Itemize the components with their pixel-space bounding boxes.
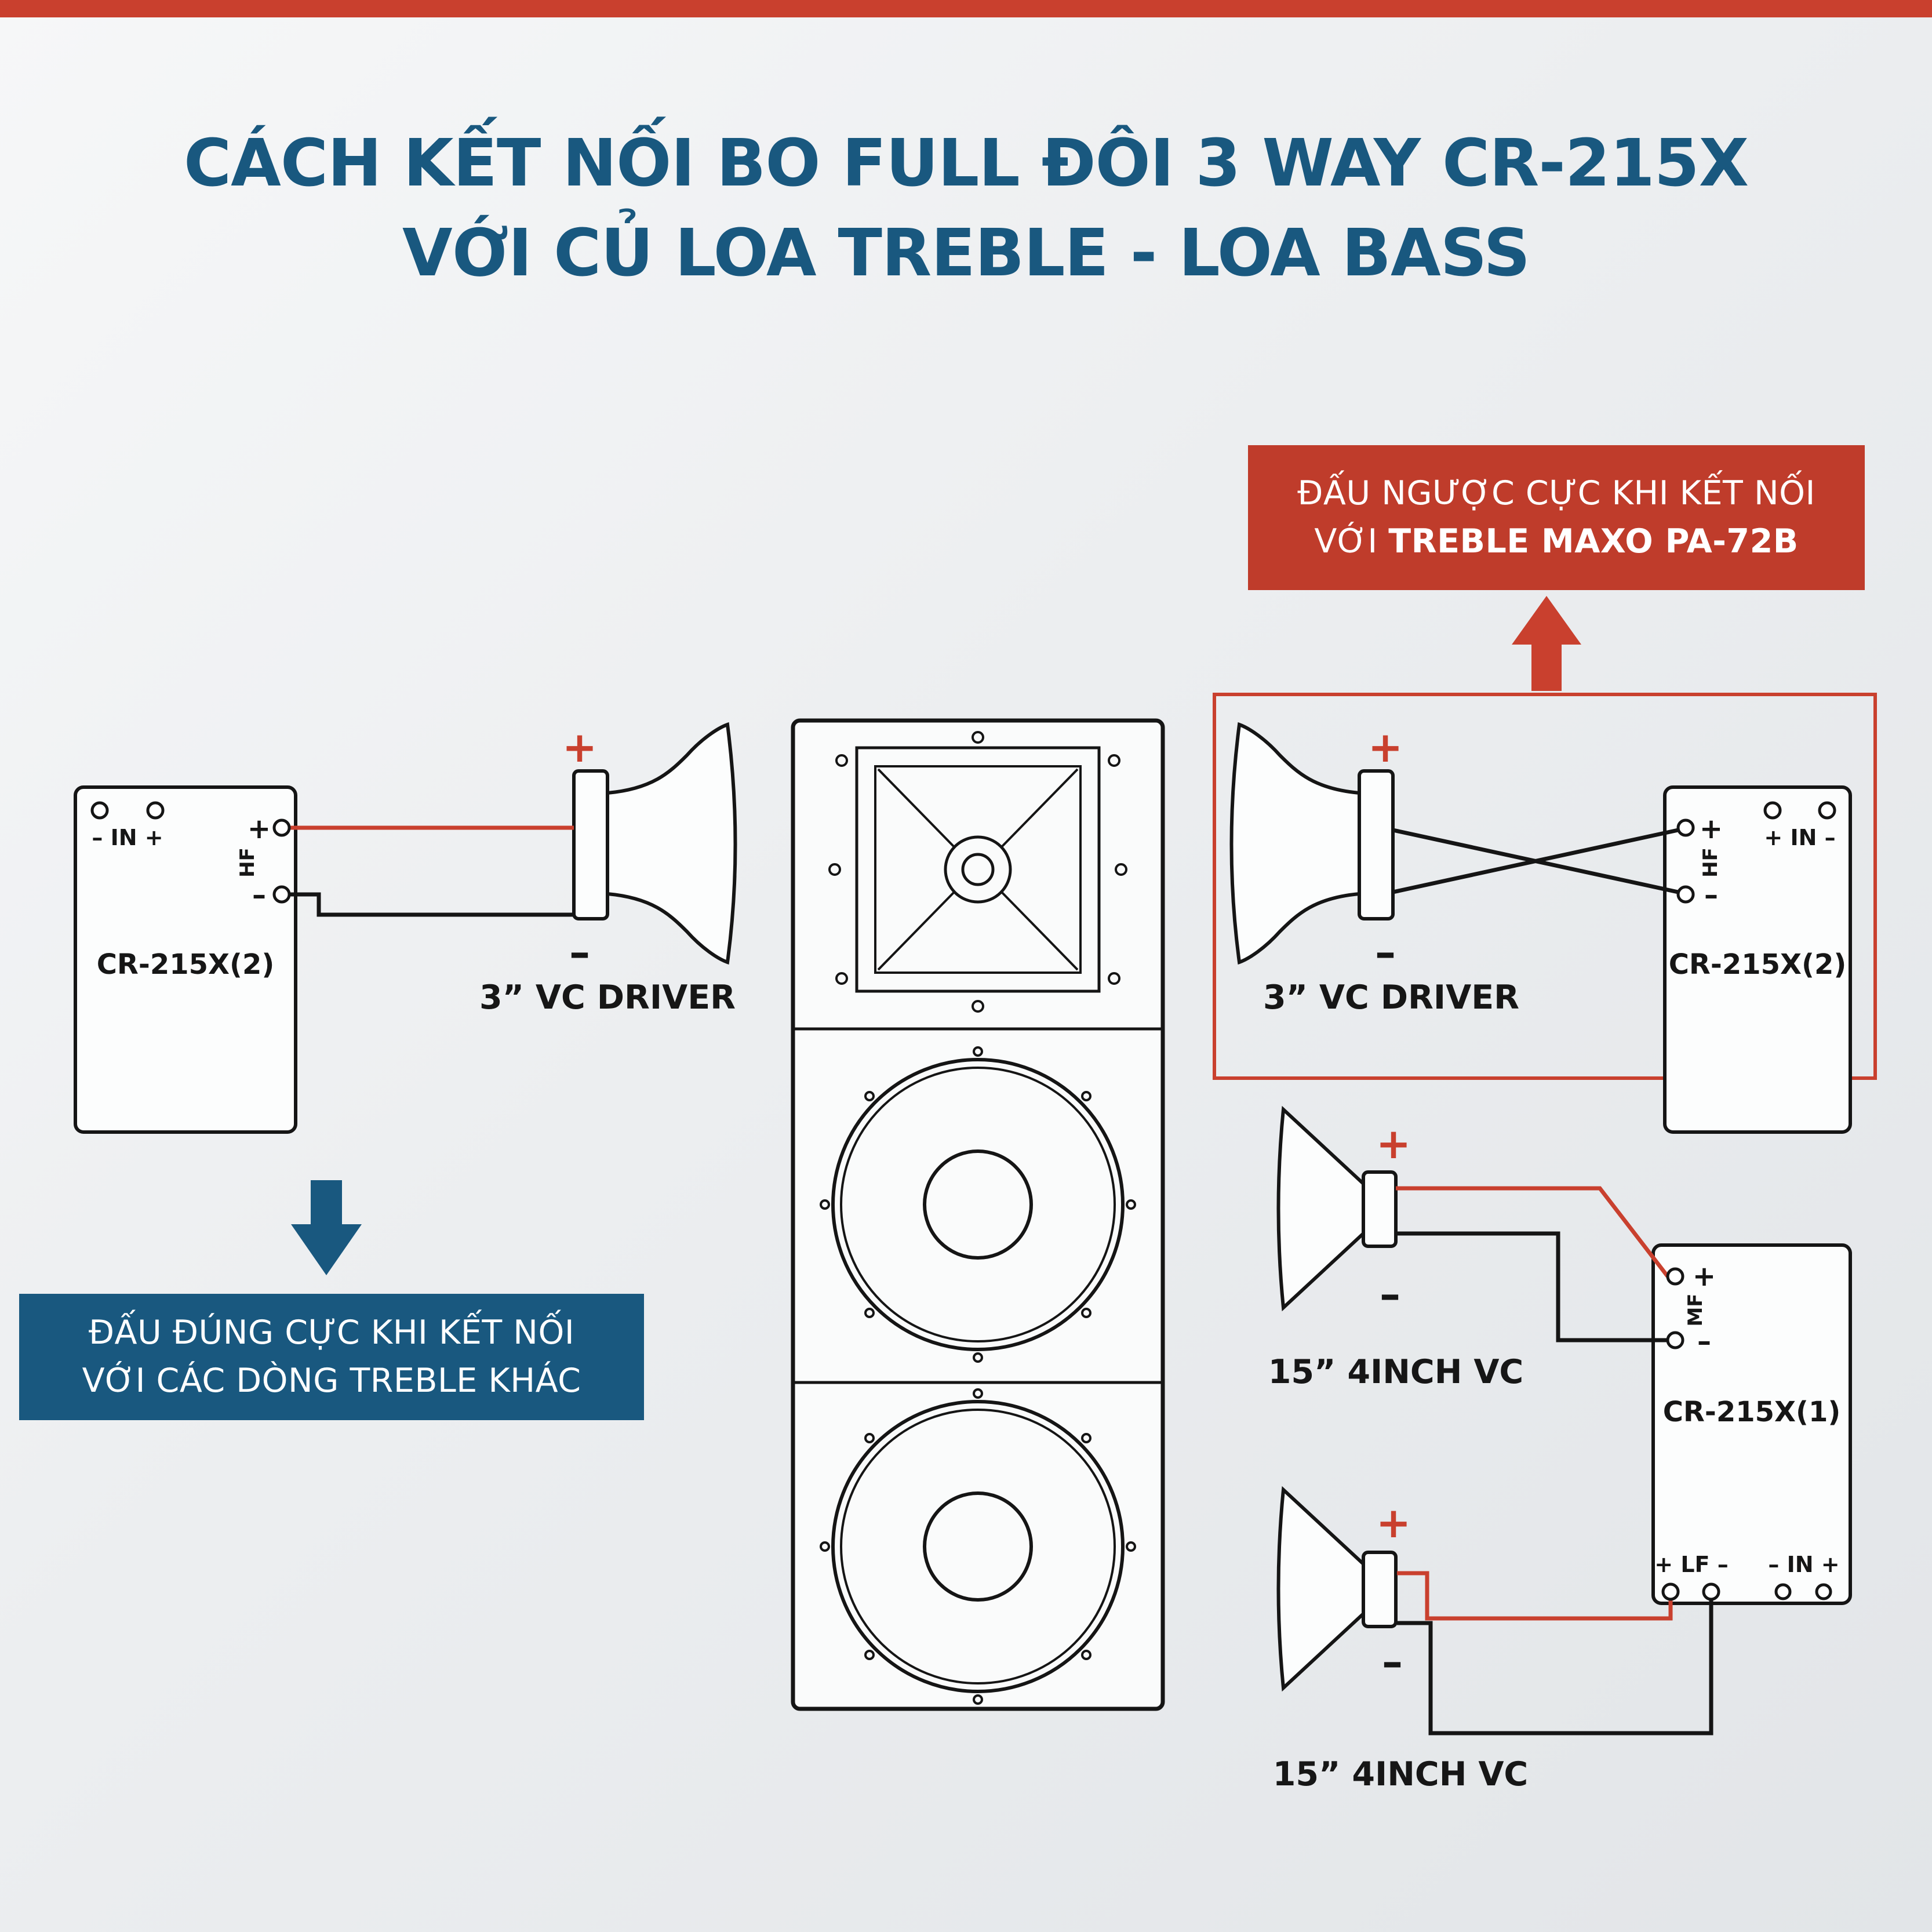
left-board-label: CR-215X(2) [97, 948, 275, 981]
callout-reverse-line2-normal: VỚI [1314, 522, 1378, 561]
mf-positive-wire [1396, 1186, 1669, 1278]
mf-label: MF [1684, 1293, 1707, 1326]
left-horn-bell [606, 722, 737, 965]
woofer-top-cone [1276, 1105, 1365, 1312]
woofer-bottom-cone [1276, 1486, 1365, 1692]
right-hf-label: HF [1699, 847, 1722, 878]
left-board-screw [90, 801, 109, 820]
callout-correct-polarity: ĐẤU ĐÚNG CỰC KHI KẾT NỐI VỚI CÁC DÒNG TR… [19, 1294, 644, 1420]
callout-correct-line1: ĐẤU ĐÚNG CỰC KHI KẾT NỐI [88, 1314, 575, 1352]
arrow-down-icon [291, 1180, 362, 1275]
left-horn-driver-body [572, 769, 609, 920]
mf-plus-terminal [1666, 1267, 1684, 1286]
callout-correct-line2: VỚI CÁC DÒNG TREBLE KHÁC [82, 1362, 581, 1400]
lf-label: + LF – [1654, 1552, 1728, 1577]
right-hf-minus-label: – [1704, 879, 1718, 911]
woofer-top-label: 15” 4INCH VC [1268, 1353, 1524, 1391]
mf-plus-label: + [1693, 1260, 1716, 1293]
right-horn-bell [1229, 722, 1361, 965]
woofer-bottom-plus-label: + [1376, 1498, 1411, 1547]
left-board-in-label: – IN + [92, 825, 163, 850]
left-hf-minus-terminal [272, 885, 291, 904]
callout-reverse-line1: ĐẤU NGƯỢC CỰC KHI KẾT NỐI [1297, 474, 1815, 513]
left-driver-minus-label: – [569, 928, 590, 977]
left-hf-plus-terminal [272, 818, 291, 837]
left-hf-plus-label: + [248, 813, 271, 845]
right-board-in-label: + IN – [1764, 825, 1835, 850]
bass-crossover-board [1651, 1243, 1852, 1605]
woofer-bottom-minus-label: – [1382, 1638, 1403, 1686]
right-driver-label: 3” VC DRIVER [1263, 978, 1519, 1017]
crossed-wire-bottom [1392, 828, 1679, 894]
left-driver-label: 3” VC DRIVER [479, 978, 736, 1017]
left-negative-wire [289, 892, 574, 917]
lf-negative-wire [1397, 1599, 1713, 1735]
right-board-screw [1818, 801, 1836, 820]
left-treble-circuit: – IN + + HF – CR-215X(2) + – 3” VC DRIVE… [74, 722, 737, 1134]
bass-board-label: CR-215X(1) [1663, 1396, 1841, 1428]
page-title-line1: CÁCH KẾT NỐI BO FULL ĐÔI 3 WAY CR-215X [183, 126, 1749, 201]
page-title-line2: VỚI CỦ LOA TREBLE - LOA BASS [402, 215, 1530, 291]
page-title: CÁCH KẾT NỐI BO FULL ĐÔI 3 WAY CR-215X V… [0, 119, 1932, 298]
woofer-top-magnet [1362, 1170, 1398, 1248]
mf-minus-label: – [1697, 1325, 1711, 1358]
woofer-top-minus-label: – [1380, 1270, 1400, 1319]
left-hf-minus-label: – [252, 879, 266, 911]
right-hf-plus-terminal [1676, 818, 1695, 837]
mf-negative-wire [1396, 1231, 1668, 1342]
callout-reverse-line2: VỚI TREBLE MAXO PA-72B [1248, 523, 1865, 560]
lf-plus-terminal [1661, 1582, 1680, 1601]
bass-in-label: – IN + [1768, 1552, 1839, 1577]
right-crossover-board [1663, 785, 1852, 1134]
left-board-screw [146, 801, 165, 820]
right-horn-driver-body [1358, 769, 1395, 920]
mf-minus-terminal [1666, 1331, 1684, 1349]
woofer-bottom-label: 15” 4INCH VC [1273, 1755, 1529, 1793]
right-treble-circuit: + IN – + HF – CR-215X(2) + – 3” VC DRIVE… [1229, 722, 1852, 1134]
right-driver-plus-label: + [1368, 723, 1403, 772]
callout-reverse-line2-bold: TREBLE MAXO PA-72B [1388, 522, 1799, 561]
right-hf-plus-label: + [1700, 813, 1723, 845]
right-hf-minus-terminal [1676, 885, 1695, 904]
left-crossover-board [74, 785, 297, 1134]
callout-reverse-polarity: ĐẤU NGƯỢC CỰC KHI KẾT NỐI VỚI TREBLE MAX… [1248, 445, 1865, 590]
woofer-top-plus-label: + [1376, 1119, 1411, 1168]
left-hf-label: HF [236, 847, 259, 878]
lf-minus-terminal [1702, 1582, 1720, 1601]
right-board-label: CR-215X(2) [1669, 948, 1847, 981]
woofer-bottom-magnet [1362, 1551, 1398, 1628]
arrow-up-icon [1512, 596, 1581, 691]
top-accent-bar [0, 0, 1932, 17]
right-board-screw [1763, 801, 1782, 820]
speaker-cabinet-illustration [791, 718, 1165, 1711]
left-driver-plus-label: + [562, 723, 597, 772]
bass-in-screw [1774, 1583, 1792, 1600]
right-driver-minus-label: – [1375, 928, 1396, 977]
bass-circuit: + MF – CR-215X(1) + LF – – IN + + – 15” … [1268, 1105, 1852, 1793]
reverse-circuit-highlight-frame [1213, 693, 1877, 1080]
bass-in-screw [1815, 1583, 1832, 1600]
lf-positive-wire [1397, 1571, 1673, 1621]
